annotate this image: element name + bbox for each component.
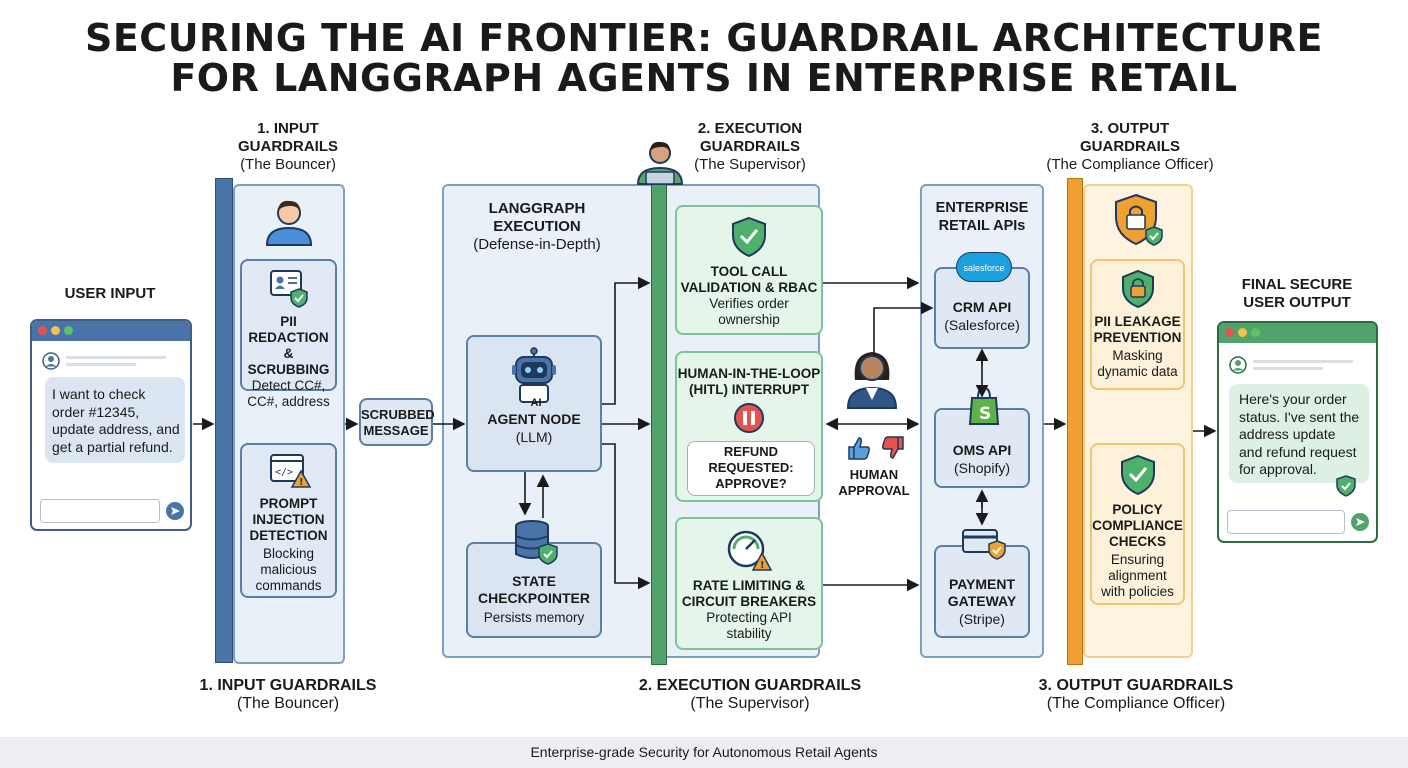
langgraph-header: LANGGRAPH EXECUTION (Defense-in-Depth): [473, 200, 601, 253]
send-icon[interactable]: [1350, 512, 1370, 532]
minimize-dot-icon: [51, 326, 60, 335]
lock-shield-small-icon: [1121, 269, 1154, 309]
database-shield-icon: [512, 518, 560, 575]
shield-check-policy-icon: [1120, 454, 1155, 496]
verified-shield-icon: [1336, 475, 1356, 497]
output-guardrails-footer-label: 3. OUTPUT GUARDRAILS (The Compliance Off…: [1038, 677, 1234, 712]
bouncer-person-icon: [265, 200, 313, 246]
pii-leakage-card: PII LEAKAGE PREVENTION Masking dynamic d…: [1090, 259, 1185, 390]
oms-api-card: S OMS API (Shopify): [934, 386, 1030, 488]
output-guardrails-header: 3. OUTPUT GUARDRAILS (The Compliance Off…: [1046, 120, 1214, 173]
user-input-label: USER INPUT: [64, 285, 156, 302]
scrubbed-message-box: SCRUBBED MESSAGE: [359, 398, 435, 446]
message-input[interactable]: [1227, 510, 1345, 534]
user-input-window: I want to check order #12345, update add…: [30, 319, 192, 531]
assistant-avatar-icon: [1229, 356, 1247, 374]
svg-text:!: !: [299, 477, 304, 488]
pause-icon: [734, 403, 764, 433]
svg-text:</>: </>: [275, 467, 293, 478]
policy-compliance-card: POLICY COMPLIANCE CHECKS Ensuring alignm…: [1090, 443, 1185, 605]
human-reviewer-icon: [846, 352, 898, 409]
title-line-2: FOR LANGGRAPH AGENTS IN ENTERPRISE RETAI…: [170, 56, 1238, 100]
maximize-dot-icon: [64, 326, 73, 335]
assistant-message-bubble: Here's your order status. I've sent the …: [1229, 384, 1369, 483]
send-icon[interactable]: [165, 501, 185, 521]
execution-guardrails-header: 2. EXECUTION GUARDRAILS (The Supervisor): [694, 120, 806, 173]
supervisor-person-icon: [636, 141, 684, 185]
input-guardrails-header: 1. INPUT GUARDRAILS (The Bouncer): [238, 120, 338, 173]
title-line-1: SECURING THE AI FRONTIER: GUARDRAIL ARCH…: [84, 16, 1323, 60]
code-warning-icon: </> !: [269, 454, 311, 488]
robot-icon: [512, 347, 556, 403]
window-titlebar: [32, 321, 190, 341]
human-approval-label: HUMAN APPROVAL: [838, 467, 910, 498]
shield-check-icon: [732, 216, 766, 258]
footer: Enterprise-grade Security for Autonomous…: [0, 737, 1408, 768]
approval-request-bubble: REFUND REQUESTED: APPROVE?: [687, 441, 815, 496]
svg-text:S: S: [979, 404, 991, 424]
final-output-window: Here's your order status. I've sent the …: [1217, 321, 1378, 543]
output-guardrail-bar: [1067, 178, 1083, 665]
credit-card-shield-icon: [962, 529, 1006, 560]
message-input[interactable]: [40, 499, 160, 523]
pii-redaction-card: PII REDACTION & SCRUBBING Detect CC#, CC…: [240, 259, 337, 409]
input-guardrail-bar: [215, 178, 233, 663]
user-message-bubble: I want to check order #12345, update add…: [45, 377, 185, 463]
svg-text:!: !: [760, 560, 765, 571]
user-avatar-icon: [42, 352, 60, 370]
enterprise-header: ENTERPRISE RETAIL APIs: [935, 200, 1029, 234]
maximize-dot-icon: [1251, 328, 1260, 337]
close-dot-icon: [38, 326, 47, 335]
page-title: SECURING THE AI FRONTIER: GUARDRAIL ARCH…: [0, 18, 1408, 98]
shopify-bag-icon: S: [968, 386, 1000, 425]
tool-call-validation-card: TOOL CALL VALIDATION & RBAC Verifies ord…: [675, 205, 823, 335]
thumbs-up-down-icon[interactable]: [846, 434, 906, 462]
state-checkpointer: STATE CHECKPOINTER Persists memory: [466, 520, 602, 638]
salesforce-logo: salesforce: [956, 252, 1012, 282]
execution-guardrail-bar: [651, 178, 667, 665]
final-output-label: FINAL SECURE USER OUTPUT: [1241, 276, 1353, 311]
close-dot-icon: [1225, 328, 1234, 337]
crm-api-card: salesforce CRM API (Salesforce): [934, 252, 1030, 349]
ai-badge: AI: [530, 397, 542, 409]
agent-node: AI AGENT NODE (LLM): [466, 335, 602, 472]
prompt-injection-card: </> ! PROMPT INJECTION DETECTION Blockin…: [240, 443, 337, 598]
execution-guardrails-footer-label: 2. EXECUTION GUARDRAILS (The Supervisor): [638, 677, 862, 712]
input-guardrails-footer-label: 1. INPUT GUARDRAILS (The Bouncer): [199, 677, 377, 712]
id-card-shield-icon: [269, 270, 308, 308]
rate-limiting-card: ! RATE LIMITING & CIRCUIT BREAKERS Prote…: [675, 517, 823, 650]
lock-shield-icon: [1115, 193, 1163, 246]
window-titlebar: [1219, 323, 1376, 343]
gauge-warning-icon: !: [727, 530, 773, 571]
payment-gateway-card: PAYMENT GATEWAY (Stripe): [934, 529, 1030, 638]
minimize-dot-icon: [1238, 328, 1247, 337]
hitl-interrupt-card: HUMAN-IN-THE-LOOP (HITL) INTERRUPT REFUN…: [675, 351, 823, 502]
